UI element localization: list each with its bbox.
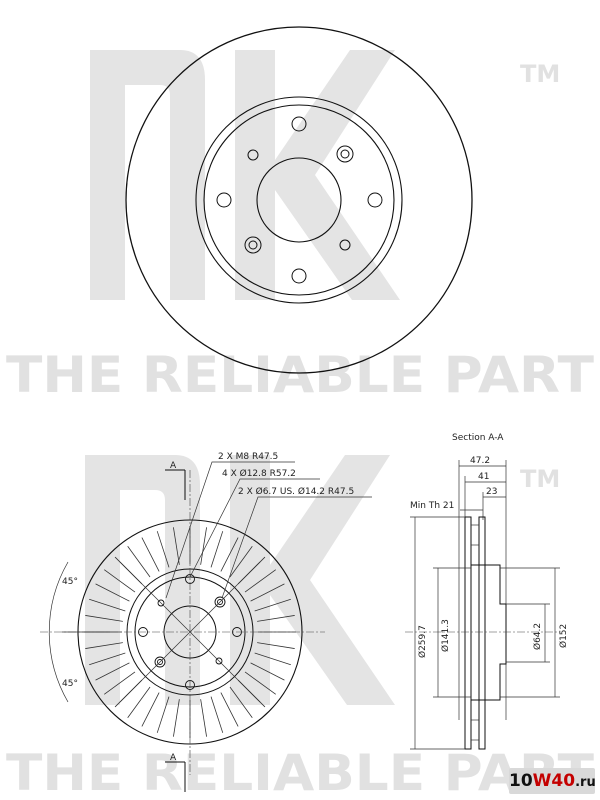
vane-line (200, 527, 207, 565)
dim-hub-diameter: Ø152 (558, 624, 569, 648)
vane-line (254, 652, 291, 666)
vane-line (210, 696, 224, 733)
badge-part1: 10 (509, 771, 533, 791)
vane-line (104, 671, 136, 695)
site-badge[interactable]: 10W40.ru (509, 768, 596, 794)
badge-part2: W40 (532, 771, 576, 791)
badge-part3: .ru (575, 775, 596, 790)
dim-outer-diameter: Ø259.7 (417, 625, 428, 658)
vane-line (244, 569, 276, 593)
vane-line (127, 546, 151, 578)
vane-line (220, 537, 239, 572)
vane-line (85, 615, 123, 622)
vane-line (141, 692, 160, 727)
vane-line (257, 642, 295, 649)
vane-line (229, 686, 253, 718)
dim-width-hub: 23 (486, 487, 497, 497)
callout-6-7: 2 X Ø6.7 US. Ø14.2 R47.5 (238, 486, 354, 497)
watermark-logo-bottom (85, 455, 395, 705)
dim-min-thickness: Min Th 21 (410, 501, 454, 511)
vane-line (89, 598, 126, 612)
slogan-top: THE RELIABLE PART (6, 346, 594, 404)
disc-front-view (40, 461, 372, 792)
vane-line (210, 531, 224, 568)
disc-top-view (125, 26, 473, 374)
trademark-bottom: TM (520, 465, 560, 493)
vane-line (250, 583, 285, 602)
dim-width-mid: 41 (478, 472, 489, 482)
section-profile (405, 460, 560, 750)
vane-line (95, 662, 130, 681)
vane-line (127, 686, 151, 718)
callout-12-8: 4 X Ø12.8 R57.2 (222, 468, 296, 479)
vane-line (156, 696, 170, 733)
trademark-top: TM (520, 60, 560, 88)
vane-line (104, 569, 136, 593)
dim-inner-diameter: Ø141.3 (440, 619, 451, 652)
vane-line (173, 527, 180, 565)
vane-line (250, 662, 285, 681)
slogan-bottom: THE RELIABLE PART (6, 744, 594, 800)
vane-line (95, 583, 130, 602)
vane-line (229, 546, 253, 578)
section-mark-top: A (170, 461, 177, 471)
vane-line (244, 671, 276, 695)
callout-m8: 2 X M8 R47.5 (218, 452, 278, 462)
vane-line (85, 642, 123, 649)
watermark-logo-top (90, 50, 400, 300)
angle-bottom-label: 45° (62, 679, 78, 689)
cooling-vanes (84, 526, 296, 738)
vane-line (156, 531, 170, 568)
section-mark-bottom: A (170, 753, 177, 763)
vane-line (141, 537, 160, 572)
vane-line (220, 692, 239, 727)
dim-width-total: 47.2 (470, 456, 490, 466)
vane-line (254, 598, 291, 612)
vane-line (200, 699, 207, 737)
vane-line (89, 652, 126, 666)
angle-top-label: 45° (62, 577, 78, 587)
vane-line (257, 615, 295, 622)
vane-line (173, 699, 180, 737)
section-title: Section A-A (452, 433, 504, 443)
dim-bore: Ø64.2 (532, 623, 543, 650)
